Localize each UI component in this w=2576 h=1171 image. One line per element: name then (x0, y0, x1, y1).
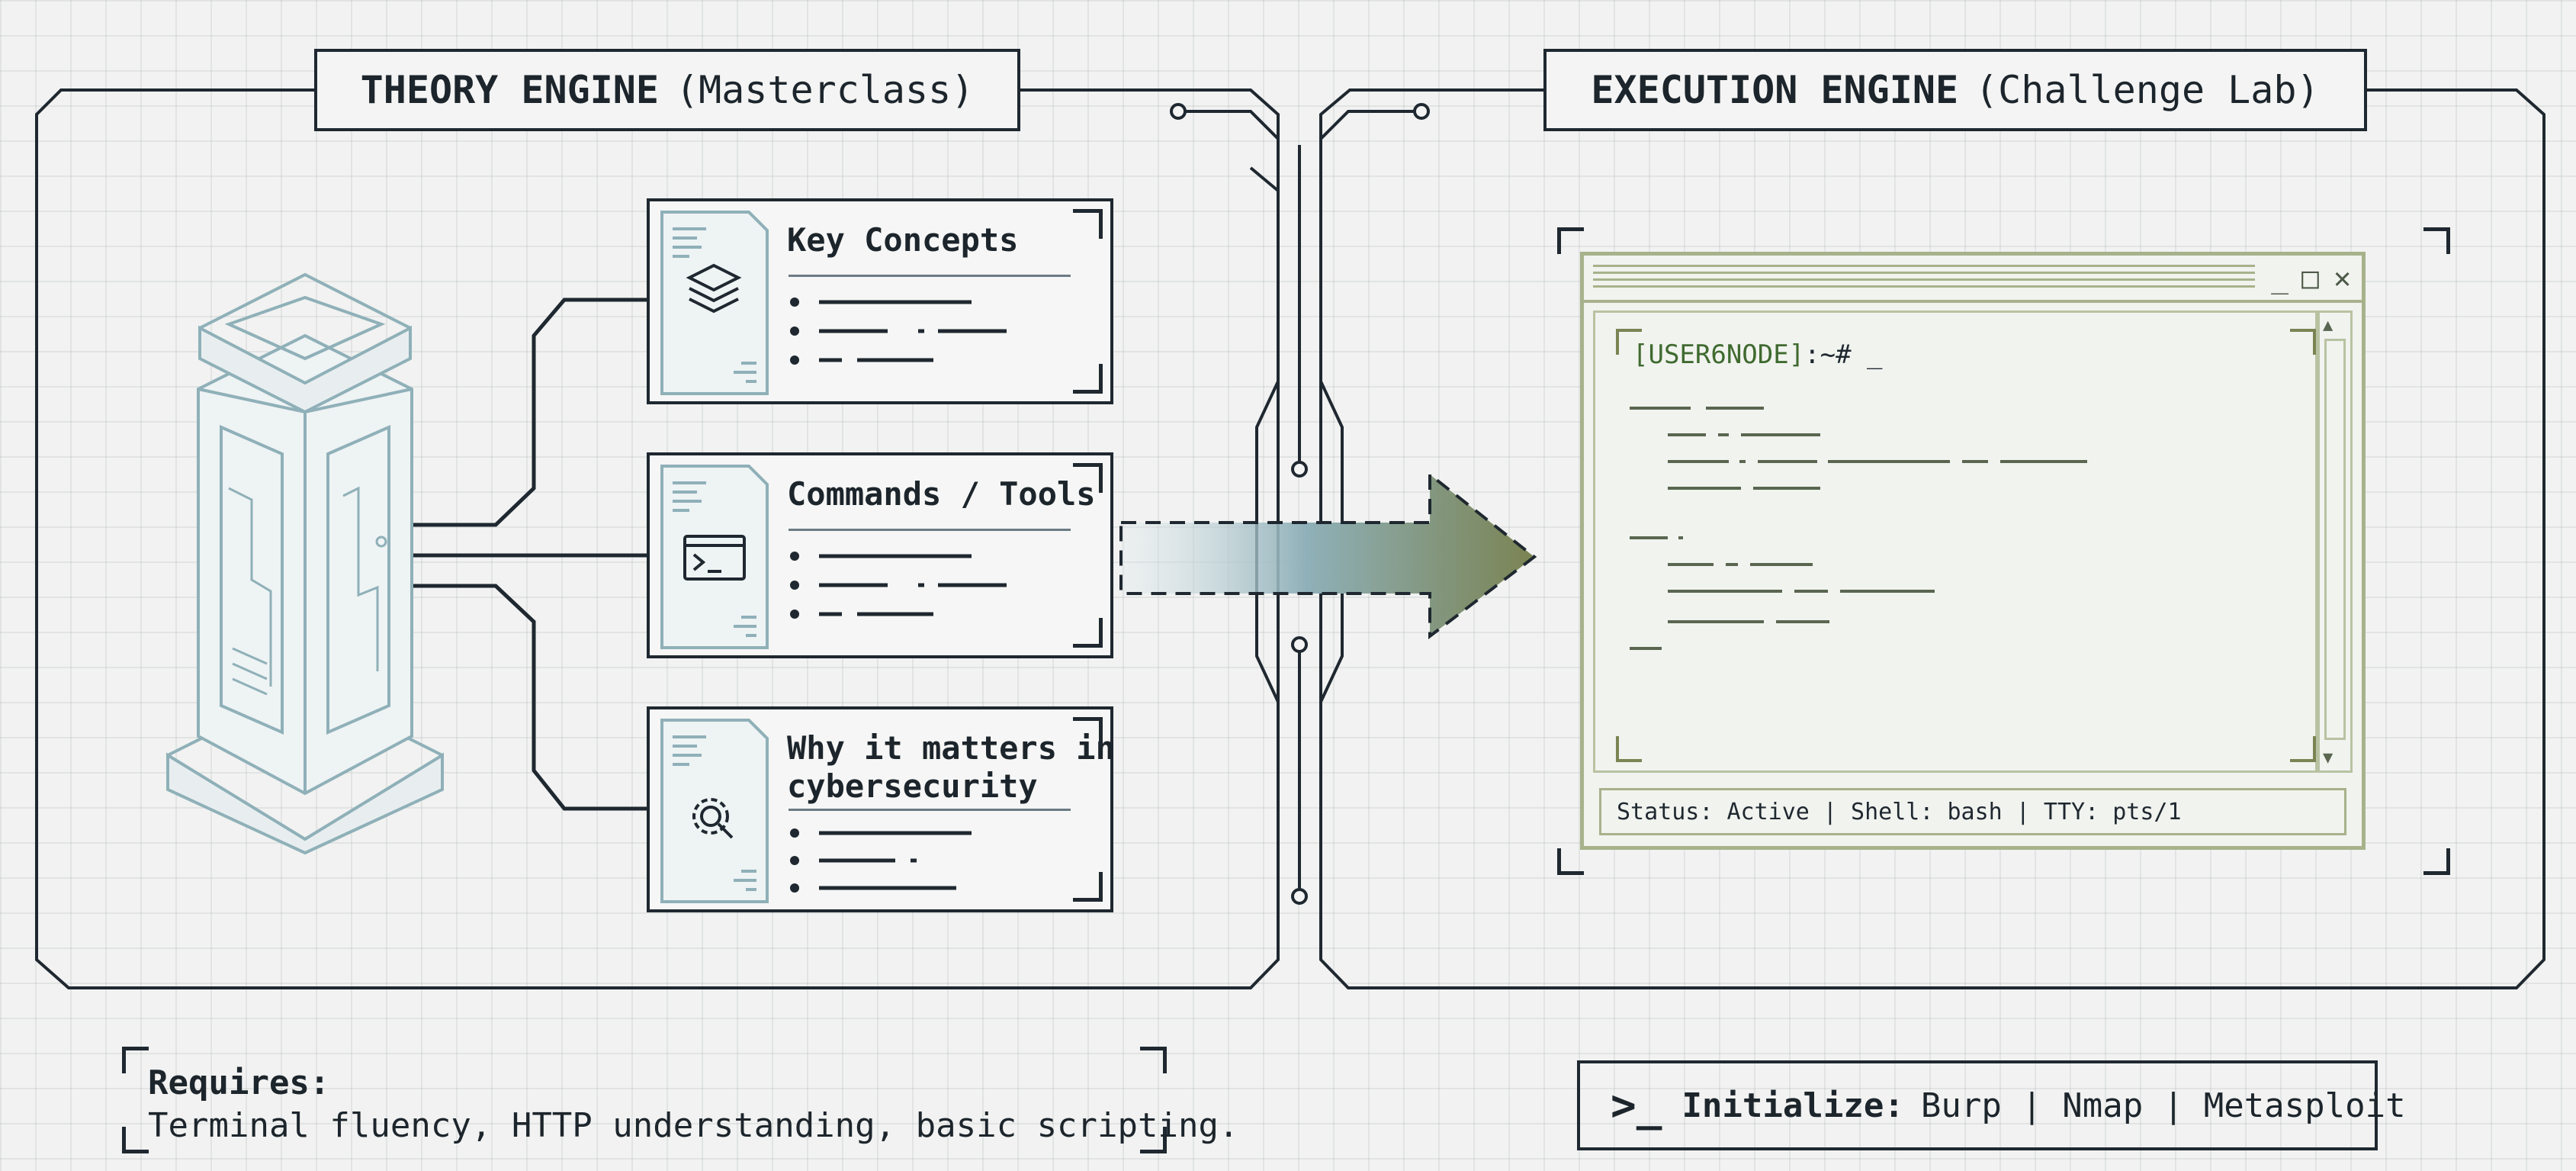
corner-bracket (1073, 872, 1103, 902)
theory-panel-frame (35, 88, 1280, 989)
terminal-window[interactable]: _ □ ✕ [USER6NODE]:~# _ ▲ ▼ Status: Activ… (1580, 252, 2366, 850)
scroll-down-icon[interactable]: ▼ (2323, 748, 2333, 767)
initialize-command[interactable]: >_ Initialize: Burp | Nmap | Metasploit (1577, 1060, 2406, 1150)
terminal-prompt: [USER6NODE]:~# _ (1633, 339, 1883, 370)
divider (789, 275, 1071, 277)
card-title: Commands / Tools (787, 475, 1096, 513)
corner-bracket (1140, 1047, 1167, 1073)
terminal-statusbar: Status: Active | Shell: bash | TTY: pts/… (1599, 788, 2346, 835)
terminal-output-lines (1630, 407, 2087, 593)
theory-title-sub: (Masterclass) (676, 68, 975, 112)
document-frame (660, 465, 769, 649)
prompt-suffix: :~# _ (1804, 339, 1883, 370)
requires-label: Requires: (148, 1063, 330, 1102)
execution-title-sub: (Challenge Lab) (1975, 68, 2320, 112)
maximize-button[interactable]: □ (2301, 261, 2319, 294)
divider (789, 809, 1071, 811)
corner-bracket (1073, 618, 1103, 648)
card-title-line1: Why it matters in (787, 729, 1115, 767)
execution-panel-frame (1319, 88, 2545, 989)
terminal-scrollbar[interactable]: ▲ ▼ (2317, 310, 2353, 773)
initialize-tools: Burp | Nmap | Metasploit (1920, 1086, 2406, 1125)
terminal-prompt-icon: >_ (1611, 1080, 1662, 1131)
bullet-lines (790, 298, 1007, 365)
document-frame (660, 719, 769, 903)
corner-bracket (2290, 736, 2316, 762)
corner-bracket (1557, 227, 1584, 254)
theory-title-bold: THEORY ENGINE (360, 68, 659, 112)
requires-text: Terminal fluency, HTTP understanding, ba… (148, 1106, 1239, 1145)
gear-magnifier-icon (692, 798, 734, 839)
execution-engine-title: EXECUTION ENGINE (Challenge Lab) (1543, 49, 2367, 131)
corner-bracket (1073, 364, 1103, 394)
bullet-lines (790, 552, 1007, 619)
terminal-output[interactable] (1593, 310, 2317, 773)
terminal-titlebar[interactable]: _ □ ✕ (1584, 256, 2362, 303)
titlebar-stripes (1593, 265, 2255, 288)
corner-bracket (122, 1047, 149, 1073)
terminal-icon (683, 535, 746, 581)
corner-bracket (1073, 717, 1103, 747)
corner-bracket (1616, 329, 1642, 355)
corner-bracket (1073, 463, 1103, 493)
card-title: Key Concepts (787, 221, 1019, 259)
initialize-label: Initialize: (1681, 1086, 1904, 1125)
document-frame (660, 211, 769, 395)
prompt-user: [USER6NODE] (1633, 339, 1805, 370)
card-key-concepts[interactable]: Key Concepts (647, 198, 1113, 404)
card-why-it-matters[interactable]: Why it matters in cybersecurity (647, 706, 1115, 912)
theory-engine-title: THEORY ENGINE (Masterclass) (314, 49, 1020, 131)
flow-arrow (1119, 471, 1537, 640)
server-tower-icon (166, 272, 444, 855)
execution-title-bold: EXECUTION ENGINE (1591, 68, 1959, 112)
corner-bracket (2423, 848, 2450, 875)
corner-bracket (1557, 848, 1584, 875)
card-title: Why it matters in cybersecurity (787, 729, 1115, 806)
corner-bracket (2290, 329, 2316, 355)
divider (789, 529, 1071, 531)
terminal-output-lines (1630, 620, 1829, 650)
corner-bracket (1616, 736, 1642, 762)
corner-bracket (122, 1127, 149, 1153)
card-title-line2: cybersecurity (787, 767, 1038, 805)
layers-icon (686, 263, 742, 314)
card-commands-tools[interactable]: Commands / Tools (647, 452, 1113, 658)
scroll-up-icon[interactable]: ▲ (2323, 316, 2333, 335)
minimize-button[interactable]: _ (2271, 261, 2289, 294)
corner-bracket (1073, 209, 1103, 239)
corner-bracket (2423, 227, 2450, 254)
bullet-lines (790, 828, 972, 893)
requires-note: Requires: Terminal fluency, HTTP underst… (122, 1047, 1238, 1153)
close-button[interactable]: ✕ (2333, 261, 2351, 294)
corner-bracket (1140, 1127, 1167, 1153)
scroll-track[interactable] (2324, 339, 2346, 740)
